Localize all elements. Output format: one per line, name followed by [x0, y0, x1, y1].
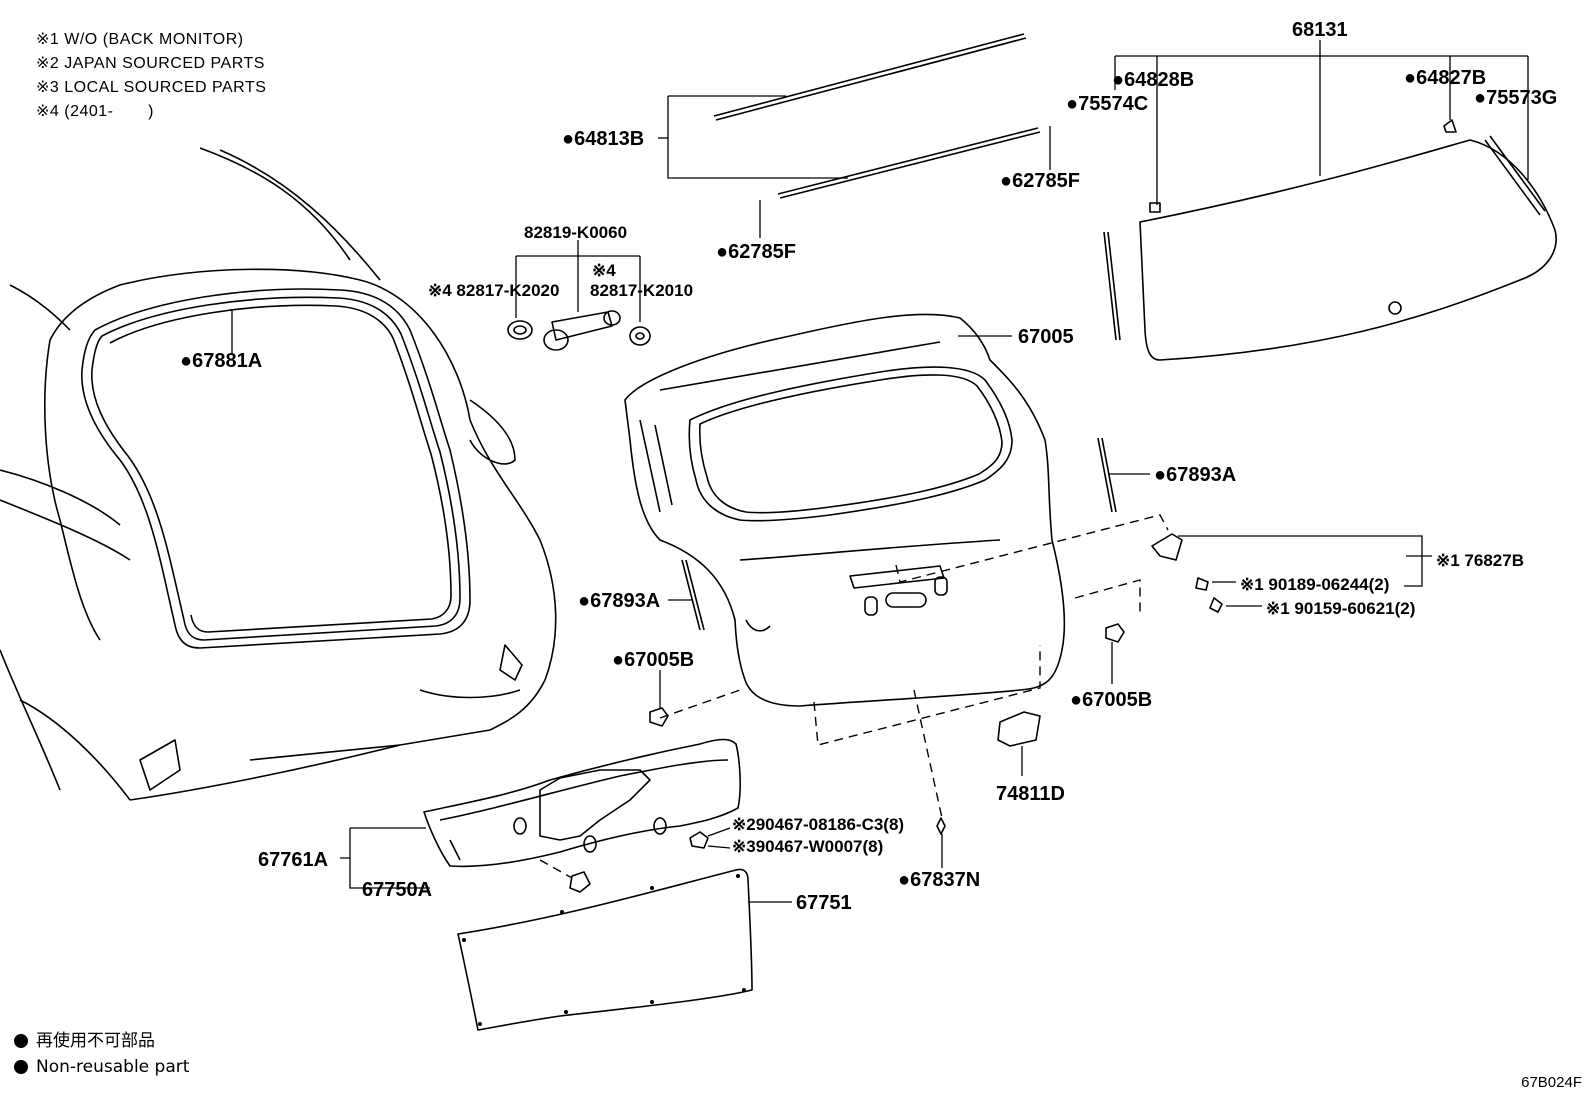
- label-82817-K2010: 82817-K2010: [590, 281, 693, 300]
- label-75574C: ●75574C: [1066, 93, 1148, 115]
- bullet-icon: [14, 1060, 28, 1074]
- label-90467-a: ※290467-08186-C3(8): [732, 815, 904, 834]
- label-74811D: 74811D: [996, 783, 1065, 805]
- label-90159: ※1 90159-60621(2): [1266, 599, 1415, 618]
- diagram-code: 67B024F: [1521, 1074, 1582, 1091]
- trim-67761A: [340, 738, 741, 893]
- label-67005B-left: ●67005B: [612, 649, 694, 671]
- label-67837N: ●67837N: [898, 869, 980, 891]
- label-82819: 82819-K0060: [524, 223, 627, 242]
- legend-jp: 再使用不可部品: [36, 1031, 155, 1051]
- label-68131: 68131: [1292, 19, 1348, 41]
- label-90467-b: ※390467-W0007(8): [732, 837, 883, 856]
- label-67751: 67751: [796, 892, 852, 914]
- notes-block: ※1 W/O (BACK MONITOR) ※2 JAPAN SOURCED P…: [36, 28, 266, 124]
- moulding-64813B: [658, 33, 1041, 199]
- bracket-76827B: [1151, 533, 1432, 613]
- bullet-icon: [14, 1034, 28, 1048]
- legend-row-jp: 再使用不可部品: [14, 1028, 189, 1054]
- label-76827B: ※1 76827B: [1436, 551, 1524, 570]
- label-64827B: ●64827B: [1404, 67, 1486, 89]
- label-64813B: ●64813B: [562, 128, 644, 150]
- label-82817-K2020: ※4 82817-K2020: [428, 281, 559, 300]
- note-3: ※3 LOCAL SOURCED PARTS: [36, 79, 267, 96]
- legend: 再使用不可部品 Non-reusable part: [14, 1028, 189, 1080]
- label-90189: ※1 90189-06244(2): [1240, 575, 1389, 594]
- handle-assembly: [507, 240, 651, 351]
- note-4: ※4 (2401- ): [36, 103, 154, 120]
- label-67881A: ●67881A: [180, 350, 262, 372]
- lamp-74811D: [997, 711, 1041, 776]
- note-1: ※1 W/O (BACK MONITOR): [36, 31, 244, 48]
- vehicle-body: [0, 147, 557, 801]
- legend-row-en: Non-reusable part: [14, 1054, 189, 1080]
- label-64828B: ●64828B: [1112, 69, 1194, 91]
- label-67893A-left: ●67893A: [578, 590, 660, 612]
- label-75573G: ●75573G: [1474, 87, 1557, 109]
- label-67005B-right: ●67005B: [1070, 689, 1152, 711]
- label-67005: 67005: [1018, 326, 1074, 348]
- note-2: ※2 JAPAN SOURCED PARTS: [36, 55, 265, 72]
- label-82817-K2010-note: ※4: [592, 261, 616, 280]
- legend-en: Non-reusable part: [36, 1057, 190, 1077]
- back-door-67005: [624, 313, 1066, 707]
- label-67750A: 67750A: [362, 879, 432, 901]
- back-glass-68131: [1103, 40, 1557, 361]
- label-67893A-right: ●67893A: [1154, 464, 1236, 486]
- cover-panel-67751: [457, 868, 792, 1031]
- label-67761A: 67761A: [258, 849, 328, 871]
- label-62785F-top: ●62785F: [1000, 170, 1080, 192]
- label-62785F-bottom: ●62785F: [716, 241, 796, 263]
